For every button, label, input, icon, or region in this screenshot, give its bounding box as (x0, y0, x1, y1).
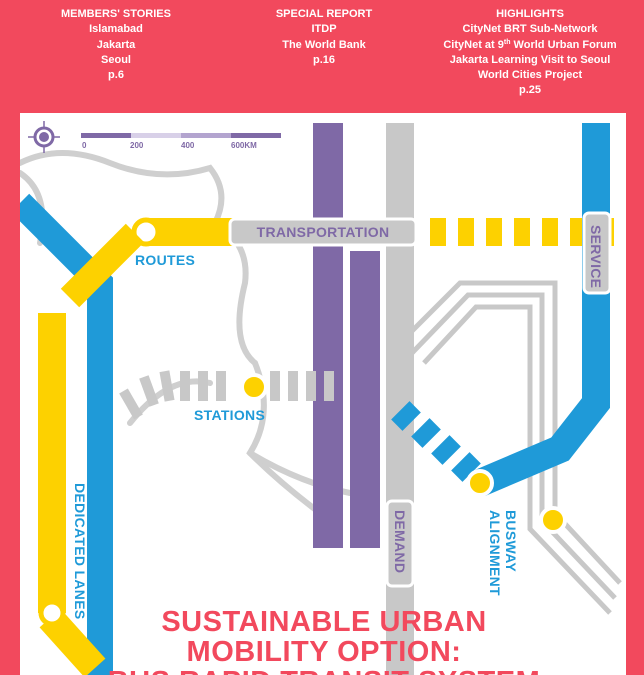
stations-label: STATIONS (194, 407, 265, 423)
cover-title-line2: MOBILITY OPTION: (187, 636, 462, 668)
transportation-label: TRANSPORTATION (257, 224, 390, 240)
members-stories-column: MEMBERS' STORIES Islamabad Jakarta Seoul… (40, 7, 192, 83)
grey-parallel-lines (398, 280, 622, 615)
header-band: MEMBERS' STORIES Islamabad Jakarta Seoul… (0, 0, 644, 113)
transit-map: 0 200 400 600KM (20, 121, 622, 675)
scale-bar: 0 200 400 600KM (81, 133, 281, 150)
cover-title-line1: SUSTAINABLE URBAN (161, 606, 486, 638)
report-world-bank[interactable]: The World Bank (282, 38, 366, 51)
compass-icon (28, 121, 60, 153)
scale-tick-400: 400 (181, 141, 195, 150)
yellow-diagonal-route (60, 223, 145, 308)
story-islamabad[interactable]: Islamabad (89, 23, 143, 36)
lane-station (38, 599, 66, 627)
highlights-page[interactable]: p.25 (518, 84, 541, 97)
members-stories-heading[interactable]: MEMBERS' STORIES (61, 8, 171, 20)
highlight-world-cities-project[interactable]: World Cities Project (477, 69, 583, 82)
grey-outline-lines (20, 150, 353, 516)
members-stories-page[interactable]: p.6 (108, 69, 124, 82)
demand-label: DEMAND (392, 510, 408, 573)
scale-tick-600km: 600KM (231, 141, 257, 150)
special-report-page[interactable]: p.16 (312, 53, 335, 66)
blue-dashed-busway (391, 401, 481, 482)
scale-tick-0: 0 (82, 141, 87, 150)
scale-tick-200: 200 (130, 141, 144, 150)
demand-route (386, 123, 414, 675)
cover-title-line3: BUS RAPID TRANSIT SYSTEM (108, 666, 541, 675)
grey-dashed-stations-line (119, 370, 334, 420)
dedicated-lanes-label: DEDICATED LANES (72, 483, 88, 619)
yellow-lane-bend (39, 608, 106, 675)
highlight-jakarta-learning-visit[interactable]: Jakarta Learning Visit to Seoul (449, 53, 611, 66)
purple-route-1 (313, 123, 343, 548)
special-report-heading[interactable]: SPECIAL REPORT (275, 8, 373, 20)
report-itdp[interactable]: ITDP (311, 23, 337, 36)
yellow-dedicated-lane (38, 313, 66, 613)
demand-label-box (385, 499, 415, 588)
busway-label-line1: BUSWAY (503, 510, 519, 572)
service-label-box (582, 211, 612, 295)
routes-label: ROUTES (135, 252, 195, 268)
story-seoul[interactable]: Seoul (101, 53, 131, 66)
busway-label-line2: ALIGNMENT (487, 510, 503, 596)
highlights-heading[interactable]: HIGHLIGHTS (496, 8, 564, 20)
purple-route-2 (350, 251, 380, 548)
busway-station-1 (466, 469, 494, 497)
highlight-brt-subnetwork[interactable]: CityNet BRT Sub-Network (462, 23, 598, 36)
highlights-column: HIGHLIGHTS CityNet BRT Sub-Network CityN… (418, 7, 642, 99)
station-dot (240, 373, 268, 401)
blue-service-route (474, 123, 610, 496)
cover-illustration: 0 200 400 600KM (20, 113, 626, 675)
service-label: SERVICE (588, 225, 604, 288)
highlight-world-urban-forum[interactable]: CityNet at 9th World Urban Forum (443, 38, 617, 51)
special-report-column: SPECIAL REPORT ITDP The World Bank p.16 (244, 7, 404, 68)
busway-station-2 (539, 506, 567, 534)
story-jakarta[interactable]: Jakarta (96, 38, 136, 51)
transportation-label-box (228, 217, 418, 247)
